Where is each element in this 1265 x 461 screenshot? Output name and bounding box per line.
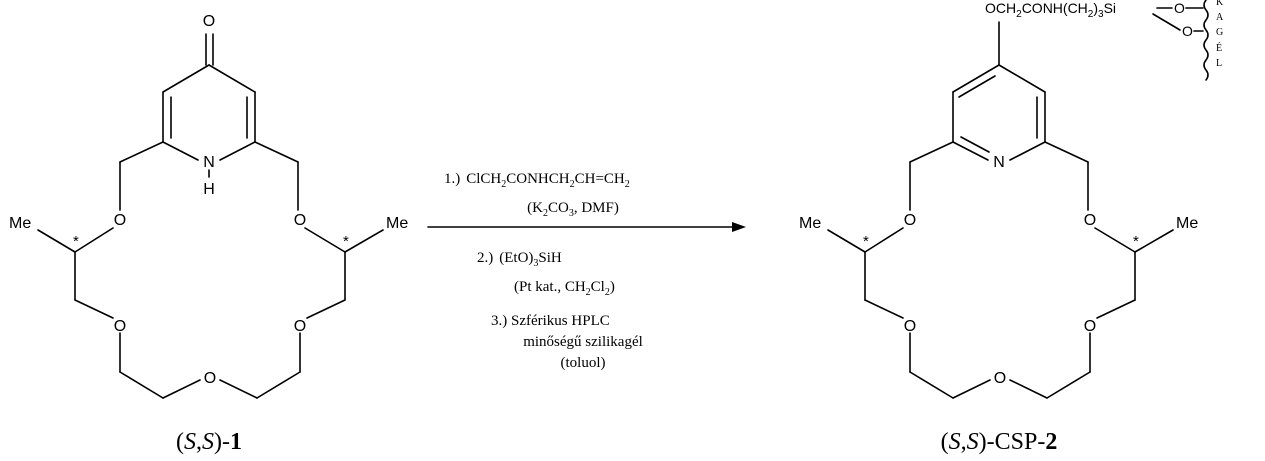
right-ether-oxygen-right: O (1084, 212, 1096, 229)
right-stereocenter-right: * (1133, 233, 1139, 250)
left-ether-oxygen-right: O (294, 212, 306, 229)
step1-conditions: (K2CO3, DMF) (527, 200, 619, 219)
reaction-conditions: 1.)ClCH2CONHCH2CH=CH2 (K2CO3, DMF) 2.)(E… (444, 171, 643, 371)
step1-reagent: 1.)ClCH2CONHCH2CH=CH2 (444, 171, 630, 190)
right-ether-oxygen-mid-left: O (904, 318, 916, 335)
right-ether-oxygen-mid-right: O (1084, 318, 1096, 335)
support-letter-3: G (1216, 27, 1223, 38)
left-methyl-right: Me (386, 215, 408, 232)
reaction-arrow (427, 222, 746, 232)
right-methyl-right: Me (1176, 215, 1198, 232)
support-letter-4: É (1216, 42, 1222, 54)
silica-surface-wavy-line (1203, 0, 1209, 81)
left-bonds (37, 33, 384, 399)
left-ether-oxygen-bottom: O (204, 370, 216, 387)
left-compound-label: (S,S)-1 (176, 429, 242, 455)
silane-substituent: OCH2CONH(CH2)3Si (985, 0, 1116, 20)
right-compound-label: (S,S)-CSP-2 (941, 429, 1058, 455)
right-ether-oxygen-left: O (904, 212, 916, 229)
silica-links (1152, 7, 1204, 32)
support-letter-1: K (1216, 0, 1224, 8)
step3-line1: 3.) Szférikus HPLC (491, 313, 610, 329)
left-nh-hydrogen: H (203, 181, 215, 198)
left-ether-oxygen-mid-left: O (114, 318, 126, 335)
step2-reagent: 2.)(EtO)3SiH (477, 250, 562, 269)
left-stereocenter-left: * (73, 233, 79, 250)
left-carbonyl-oxygen: O (203, 13, 215, 30)
left-methyl-left: Me (9, 215, 31, 232)
step2-conditions: (Pt kat., CH2Cl2) (514, 279, 615, 298)
si-oxygen-1: O (1174, 0, 1185, 16)
support-letter-5: L (1216, 58, 1222, 69)
left-ether-oxygen-left: O (114, 212, 126, 229)
left-ring-nitrogen: N (203, 154, 215, 171)
right-ring-nitrogen: N (993, 154, 1005, 171)
step3-line2: minőségű szilikagél (523, 334, 643, 350)
step3-line3: (toluol) (561, 355, 606, 371)
support-letter-2: A (1216, 12, 1224, 23)
si-oxygen-2: O (1182, 23, 1193, 39)
right-bonds (827, 21, 1174, 399)
left-molecule: O N H O O O O O Me Me * * (S,S)-1 (9, 13, 408, 455)
right-methyl-left: Me (799, 215, 821, 232)
right-molecule: OCH2CONH(CH2)3Si O O K A G É L N O O O O… (799, 0, 1224, 455)
right-stereocenter-left: * (863, 233, 869, 250)
right-ether-oxygen-bottom: O (994, 370, 1006, 387)
left-ether-oxygen-mid-right: O (294, 318, 306, 335)
left-stereocenter-right: * (343, 233, 349, 250)
